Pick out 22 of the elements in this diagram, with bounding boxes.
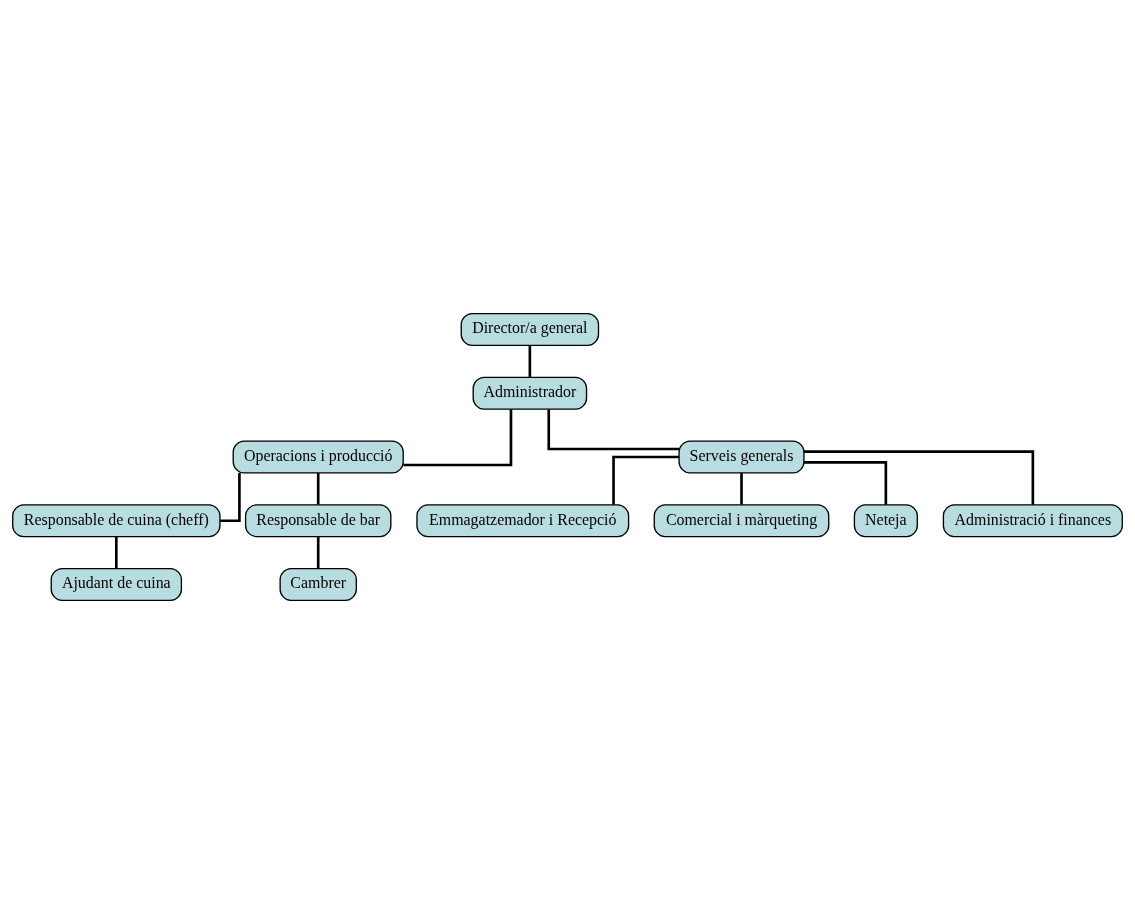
connector: [316, 536, 320, 569]
connector: [115, 536, 118, 569]
node-box: Administració i finances: [942, 504, 1123, 538]
connector: [804, 461, 888, 505]
node-box: Operacions i producció: [232, 440, 404, 474]
node-box: Responsable de bar: [244, 504, 392, 538]
connector: [528, 345, 532, 377]
connector: [612, 455, 680, 505]
connector: [316, 473, 320, 505]
connector: [403, 409, 513, 467]
node-box: Cambrer: [279, 567, 357, 602]
node-box: Serveis generals: [678, 440, 805, 474]
node-box: Emmagatzemador i Recepció: [416, 504, 630, 538]
node-box: Ajudant de cuina: [50, 567, 183, 602]
connector: [804, 450, 1035, 505]
node-box: Comercial i màrqueting: [653, 504, 830, 538]
connector: [740, 473, 743, 505]
node-box: Director/a general: [460, 312, 600, 347]
connector: [547, 409, 679, 451]
node-box: Administrador: [472, 376, 588, 410]
node-box: Neteja: [853, 504, 918, 538]
node-box: Responsable de cuina (cheff): [12, 504, 221, 538]
